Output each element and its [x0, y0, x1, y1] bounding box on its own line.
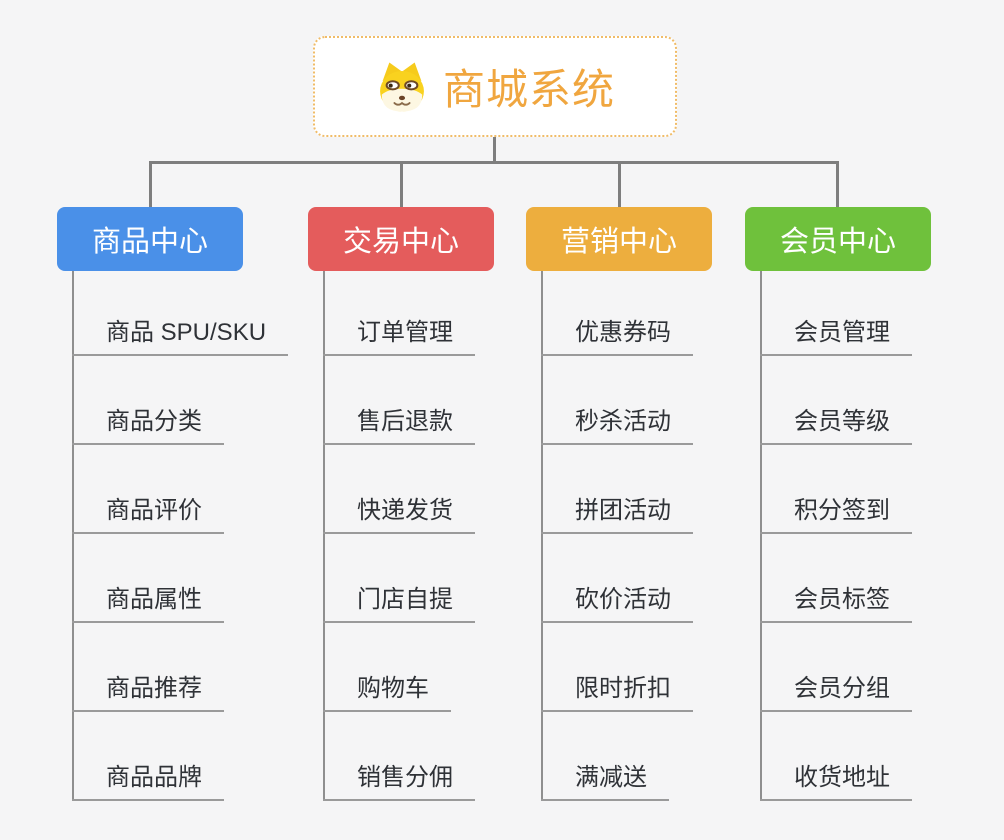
connector-drop-marketing — [618, 163, 621, 207]
topic-node[interactable]: 积分签到 — [760, 494, 912, 534]
topic-node[interactable]: 限时折扣 — [541, 672, 693, 712]
topic-node[interactable]: 会员分组 — [760, 672, 912, 712]
topic-node[interactable]: 会员等级 — [760, 405, 912, 445]
trunk-line-marketing — [541, 271, 543, 801]
topic-node[interactable]: 快递发货 — [323, 494, 475, 534]
topic-node[interactable]: 会员标签 — [760, 583, 912, 623]
connector-drop-member — [836, 163, 839, 207]
topic-node[interactable]: 商品 SPU/SKU — [72, 316, 289, 356]
branch-node-marketing-center[interactable]: 营销中心 — [526, 207, 712, 271]
topic-node[interactable]: 商品评价 — [72, 494, 224, 534]
topic-node[interactable]: 购物车 — [323, 672, 451, 712]
topic-node[interactable]: 商品属性 — [72, 583, 224, 623]
shiba-dog-icon — [375, 60, 429, 114]
topic-node[interactable]: 满减送 — [541, 761, 669, 801]
root-node[interactable]: 商城系统 — [313, 36, 677, 137]
connector-drop-product — [149, 163, 152, 207]
trunk-line-trade — [323, 271, 325, 801]
connector-horizontal — [149, 161, 839, 164]
topic-node[interactable]: 收货地址 — [760, 761, 912, 801]
connector-root-stub — [493, 137, 496, 162]
topic-node[interactable]: 砍价活动 — [541, 583, 693, 623]
branch-node-member-center[interactable]: 会员中心 — [745, 207, 931, 271]
topic-node[interactable]: 优惠券码 — [541, 316, 693, 356]
topic-node[interactable]: 销售分佣 — [323, 761, 475, 801]
topic-node[interactable]: 拼团活动 — [541, 494, 693, 534]
topic-node[interactable]: 会员管理 — [760, 316, 912, 356]
topic-node[interactable]: 售后退款 — [323, 405, 475, 445]
topic-node[interactable]: 订单管理 — [323, 316, 475, 356]
branch-node-trade-center[interactable]: 交易中心 — [308, 207, 494, 271]
topic-node[interactable]: 商品品牌 — [72, 761, 224, 801]
topic-node[interactable]: 商品分类 — [72, 405, 224, 445]
branch-node-product-center[interactable]: 商品中心 — [57, 207, 243, 271]
trunk-line-product — [72, 271, 74, 801]
topic-node[interactable]: 秒杀活动 — [541, 405, 693, 445]
root-title: 商城系统 — [442, 66, 615, 113]
topic-node[interactable]: 门店自提 — [323, 583, 475, 623]
connector-drop-trade — [400, 163, 403, 207]
topic-node[interactable]: 商品推荐 — [72, 672, 224, 712]
trunk-line-member — [760, 271, 762, 801]
